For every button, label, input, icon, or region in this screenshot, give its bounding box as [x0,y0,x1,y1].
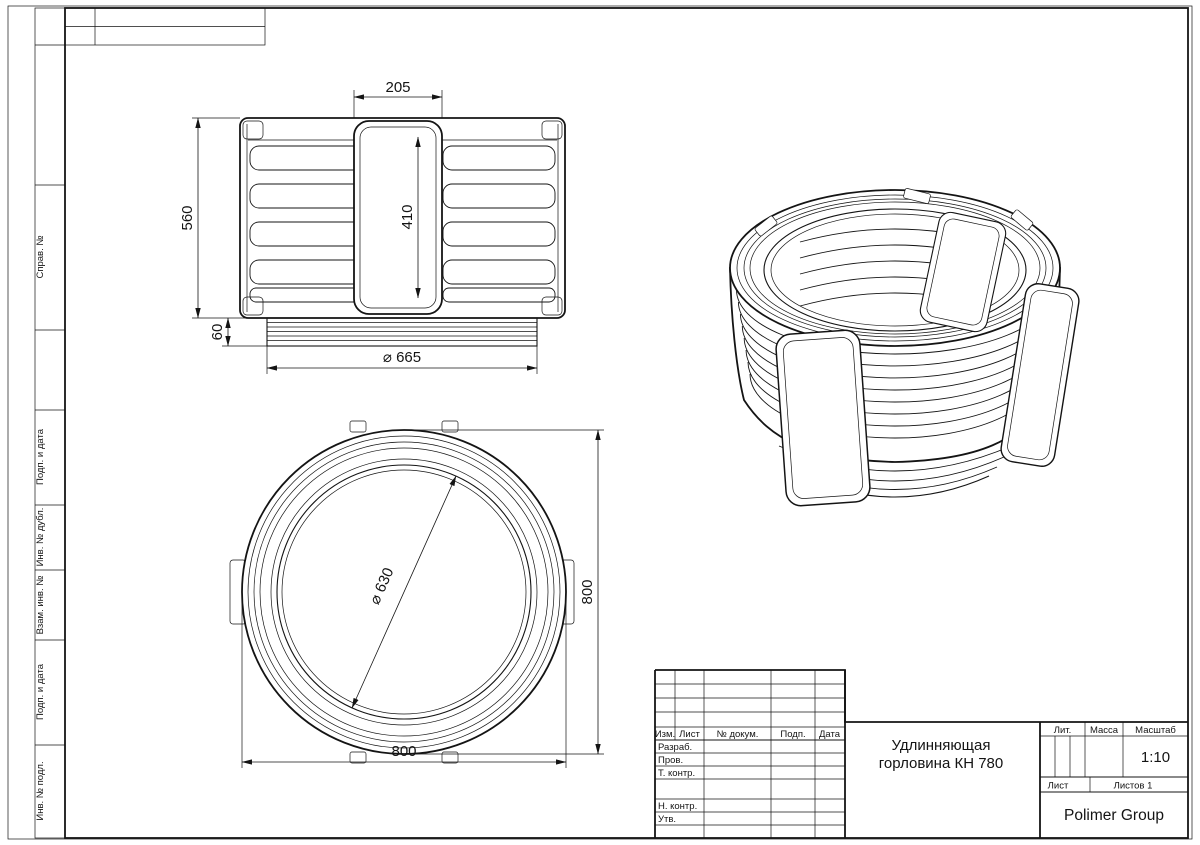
front-corner-bosses [242,120,563,316]
col-list: Лист [679,729,700,740]
col-doc: № докум. [717,729,759,740]
mass-label: Масса [1090,725,1119,736]
side-label-podp-data-1: Подп. и дата [35,428,46,485]
dim-560: 560 [179,205,196,230]
iso-inner-panel [919,211,1007,333]
dim-205: 205 [385,79,410,96]
company-name: Polimer Group [1064,807,1164,824]
sheets-label: Листов 1 [1114,781,1153,792]
dim-410: 410 [399,204,416,229]
col-podp: Подп. [780,729,805,740]
doc-name-line1: Удлинняющая [892,737,991,754]
dim-800-width: 800 [391,743,416,760]
side-column: Справ. № Подп. и дата Инв. № дубл. Взам.… [34,7,66,839]
side-label-podp-data-2: Подп. и дата [35,663,46,720]
scale-label: Масштаб [1135,725,1176,736]
top-view: ⌀ 630 800 800 [229,420,604,768]
front-view: 205 410 560 60 ⌀ 665 [179,79,566,374]
dim-800-height: 800 [579,579,596,604]
row-prov: Пров. [658,755,683,766]
sheet-label: Лист [1048,781,1069,792]
side-label-inv-dubl: Инв. № дубл. [35,508,46,567]
top-view-geometry [229,420,575,764]
col-izm: Изм. [655,729,675,740]
iso-rim-clips [754,188,1034,237]
iso-rim [729,189,1061,347]
iso-right-panel [1000,283,1080,467]
dim-665: ⌀ 665 [383,349,421,366]
sheet-frame: Справ. № Подп. и дата Инв. № дубл. Взам.… [7,5,1193,840]
col-data: Дата [819,729,841,740]
front-view-geometry [239,117,566,347]
scale-value: 1:10 [1141,749,1170,766]
iso-view [729,188,1080,507]
dim-60: 60 [209,324,226,341]
row-utv: Утв. [658,814,676,825]
row-nkontr: Н. контр. [658,801,697,812]
doc-name-line2: горловина КН 780 [879,755,1003,772]
top-left-table [64,7,266,46]
lit-label: Лит. [1054,725,1071,736]
side-label-sprav: Справ. № [35,235,46,278]
side-label-inv-podl: Инв. № подл. [35,761,46,820]
side-label-vzam-inv: Взам. инв. № [35,576,46,635]
front-view-dimensions: 205 410 560 60 ⌀ 665 [179,79,538,374]
front-panel [353,120,443,315]
row-razrab: Разраб. [658,742,692,753]
row-tkontr: Т. контр. [658,768,695,779]
iso-front-panel [775,329,871,507]
title-block: Изм. Лист № докум. Подп. Дата Разраб. Пр… [654,669,1188,838]
front-thread [266,317,538,347]
